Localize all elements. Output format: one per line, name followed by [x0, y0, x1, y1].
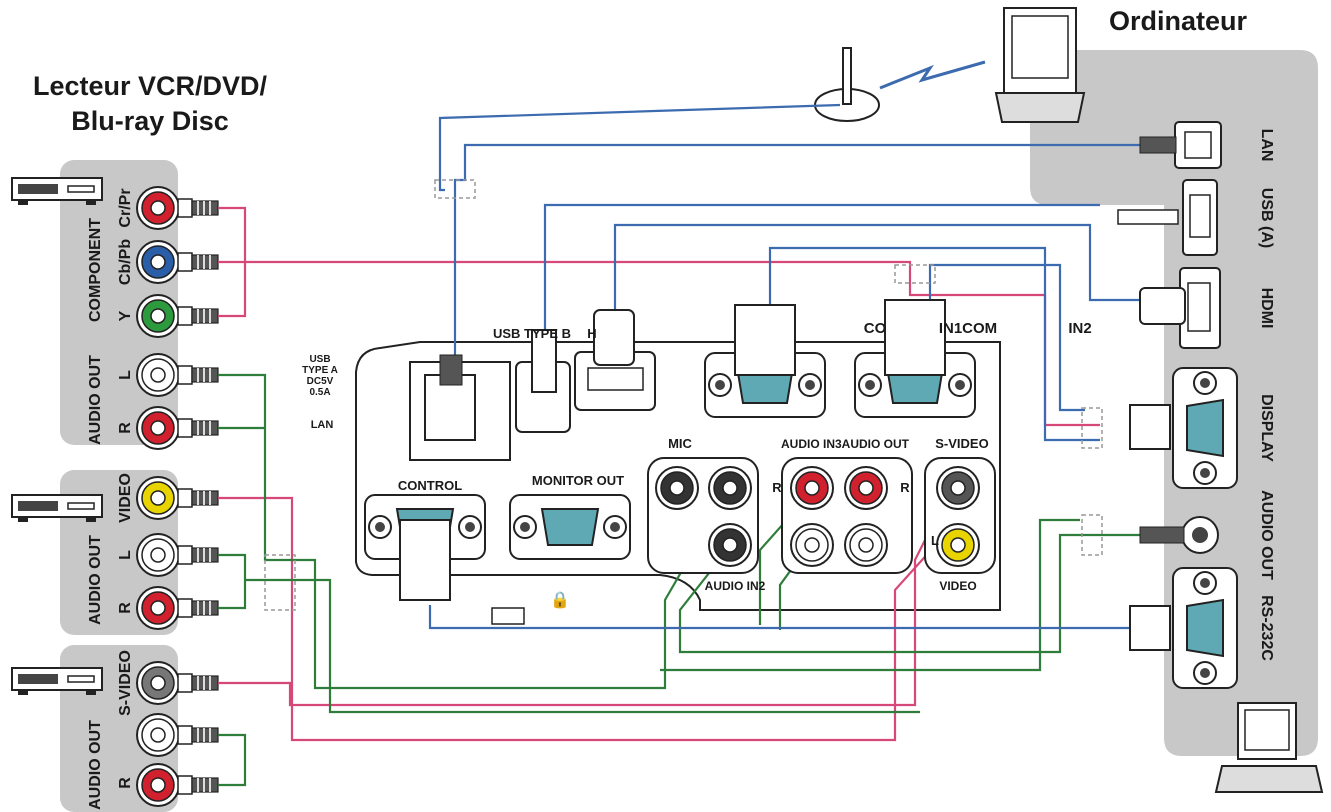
- vcr-dvd-player-icon: [11, 177, 103, 206]
- mic-label: MIC: [668, 436, 692, 451]
- in2-label: IN2: [1068, 320, 1091, 337]
- audio-r-jack-1: [136, 406, 180, 450]
- audio-l-jack-3: [136, 713, 180, 757]
- right-title: Ordinateur: [1109, 6, 1248, 36]
- display-label: DISPLAY: [1258, 394, 1275, 462]
- r-right-label: R: [900, 480, 910, 495]
- in1com-label: IN1COM: [939, 320, 997, 337]
- audio-in1-jack: [708, 466, 752, 510]
- projector-lan-port: [409, 354, 511, 461]
- lan-port: [1139, 121, 1222, 169]
- control-label: CONTROL: [398, 478, 462, 493]
- kensington-slot: [491, 607, 525, 625]
- lock-icon: 🔒: [550, 591, 570, 609]
- usb-type-a-label-3: DC5V: [307, 376, 334, 387]
- audio-r-jack-2: [136, 586, 180, 630]
- cr-pr-jack: [136, 186, 180, 230]
- projector-monitor-out-port: [509, 494, 631, 560]
- projector-hdmi-port: [574, 309, 656, 411]
- audio-out-label: AUDIO OUT: [1258, 490, 1275, 580]
- rs232c-port: [1172, 567, 1238, 689]
- usb-type-b-label: USB TYPE B: [493, 326, 571, 341]
- lan-label: LAN: [1258, 129, 1275, 162]
- audio-in3-label: AUDIO IN3AUDIO OUT: [781, 437, 910, 451]
- audio-out-port: [1139, 516, 1219, 554]
- audio-l-label-1: L: [117, 370, 134, 380]
- audio-out-r-jack: [844, 466, 888, 510]
- video-jack: [136, 476, 180, 520]
- audio-out-label-1: AUDIO OUT: [87, 355, 104, 445]
- usb-a-port: [1117, 179, 1218, 256]
- laptop-icon: [994, 7, 1086, 123]
- audio-r-jack-3: [136, 763, 180, 807]
- bluray-player-icon: [11, 667, 103, 696]
- audio-out-l-jack: [844, 523, 888, 567]
- hdmi-h-label: H: [587, 326, 596, 341]
- audio-r-label-2: R: [117, 602, 134, 614]
- cb-pb-jack: [136, 240, 180, 284]
- computer-connectors: [1117, 121, 1238, 689]
- projector-ports: 🔒: [364, 299, 996, 625]
- y-jack: [136, 294, 180, 338]
- wireless-access-point-icon: [814, 47, 880, 122]
- lan-port-label: LAN: [311, 419, 334, 431]
- projector-audio-jacks: [647, 457, 996, 574]
- audio-in3-l-jack: [790, 523, 834, 567]
- video-label: VIDEO: [117, 473, 134, 523]
- hdmi-port: [1139, 267, 1221, 349]
- monitor-out-label: MONITOR OUT: [532, 473, 624, 488]
- wireless-signal-icon: [879, 60, 986, 90]
- s-video-jack: [136, 661, 180, 705]
- cables: [218, 103, 1140, 787]
- usb-a-label: USB (A): [1258, 188, 1275, 248]
- com-label: CO: [864, 320, 887, 337]
- s-video-port-label: S-VIDEO: [935, 436, 988, 451]
- audio-l-jack-2: [136, 533, 180, 577]
- audio-out-label-2: AUDIO OUT: [87, 535, 104, 625]
- y-label: Y: [117, 310, 134, 321]
- usb-type-a-label-2: TYPE A: [302, 365, 338, 376]
- audio-out-label-3: AUDIO OUT: [87, 720, 104, 810]
- cr-pr-label: Cr/Pr: [117, 188, 134, 227]
- audio-l-jack-1: [136, 353, 180, 397]
- s-video-label: S-VIDEO: [117, 650, 134, 716]
- usb-type-a-label-4: 0.5A: [309, 387, 330, 398]
- audio-in2-label: AUDIO IN2: [705, 579, 766, 593]
- left-title-line1: Lecteur VCR/DVD/: [33, 71, 268, 101]
- component-label: COMPONENT: [87, 218, 104, 322]
- audio-in3-r-jack: [790, 466, 834, 510]
- audio-in2-jack: [708, 523, 752, 567]
- display-port: [1172, 367, 1238, 489]
- rs232c-label: RS-232C: [1258, 595, 1275, 661]
- desktop-computer-icon: [1214, 702, 1324, 793]
- r-left-label: R: [772, 480, 782, 495]
- audio-l-label-2: L: [117, 550, 134, 560]
- audio-r-label-1: R: [117, 422, 134, 434]
- l-right-label: L: [931, 533, 939, 548]
- left-title-line2: Blu-ray Disc: [71, 106, 229, 136]
- hdmi-label: HDMI: [1258, 288, 1275, 329]
- projector-video-jack: [936, 523, 980, 567]
- mic-jack: [655, 466, 699, 510]
- video-port-label: VIDEO: [939, 579, 976, 593]
- audio-r-label-3: R: [117, 777, 134, 789]
- projector-usb-b-port: [515, 329, 571, 433]
- usb-type-a-label-1: USB: [309, 354, 330, 365]
- left-plugs: [177, 198, 219, 795]
- vcr-player-icon: [11, 494, 103, 523]
- cb-pb-label: Cb/Pb: [117, 239, 134, 285]
- projector-s-video-jack: [936, 466, 980, 510]
